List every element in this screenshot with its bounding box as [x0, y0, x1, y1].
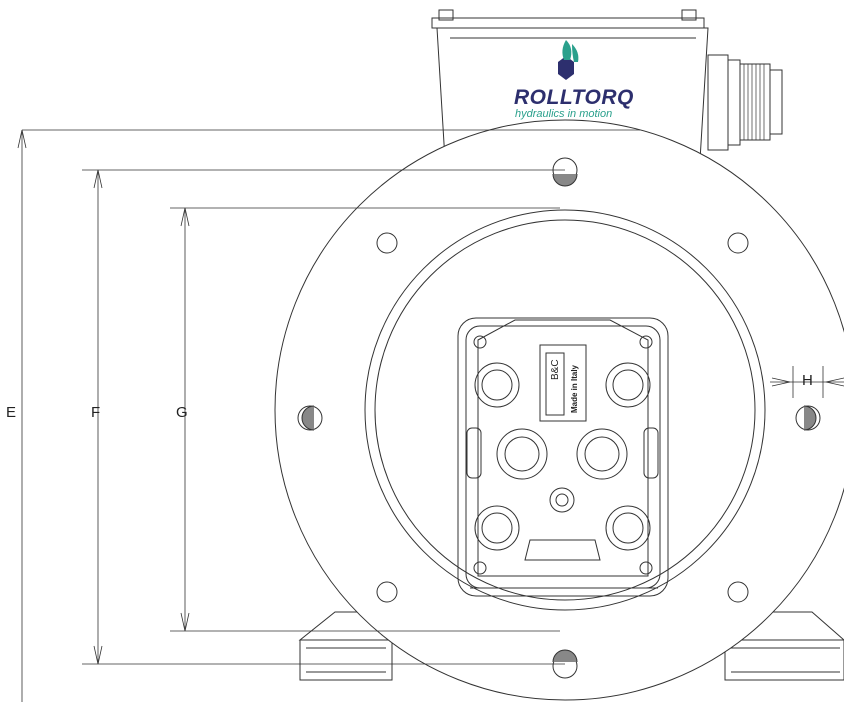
- flange-bolt-holes: [297, 157, 821, 679]
- dimension-label-f: F: [91, 404, 101, 421]
- dimension-label-e: E: [6, 404, 17, 421]
- logo-name: ROLLTORQ: [514, 86, 634, 109]
- manifold-mark: B&C: [550, 359, 561, 380]
- flange-outline: [274, 119, 844, 701]
- dimension-label-g: G: [176, 404, 188, 421]
- dimension-lines: [17, 129, 844, 702]
- logo-tagline: hydraulics in motion: [515, 108, 613, 120]
- valve-manifold: [457, 317, 669, 597]
- made-in-italy-label: Made in Italy: [570, 364, 579, 413]
- spigot-inner: [374, 219, 756, 601]
- spigot-outer: [364, 209, 766, 611]
- dimension-label-h: H: [802, 372, 813, 389]
- rolltorq-logo-icon: [558, 40, 579, 80]
